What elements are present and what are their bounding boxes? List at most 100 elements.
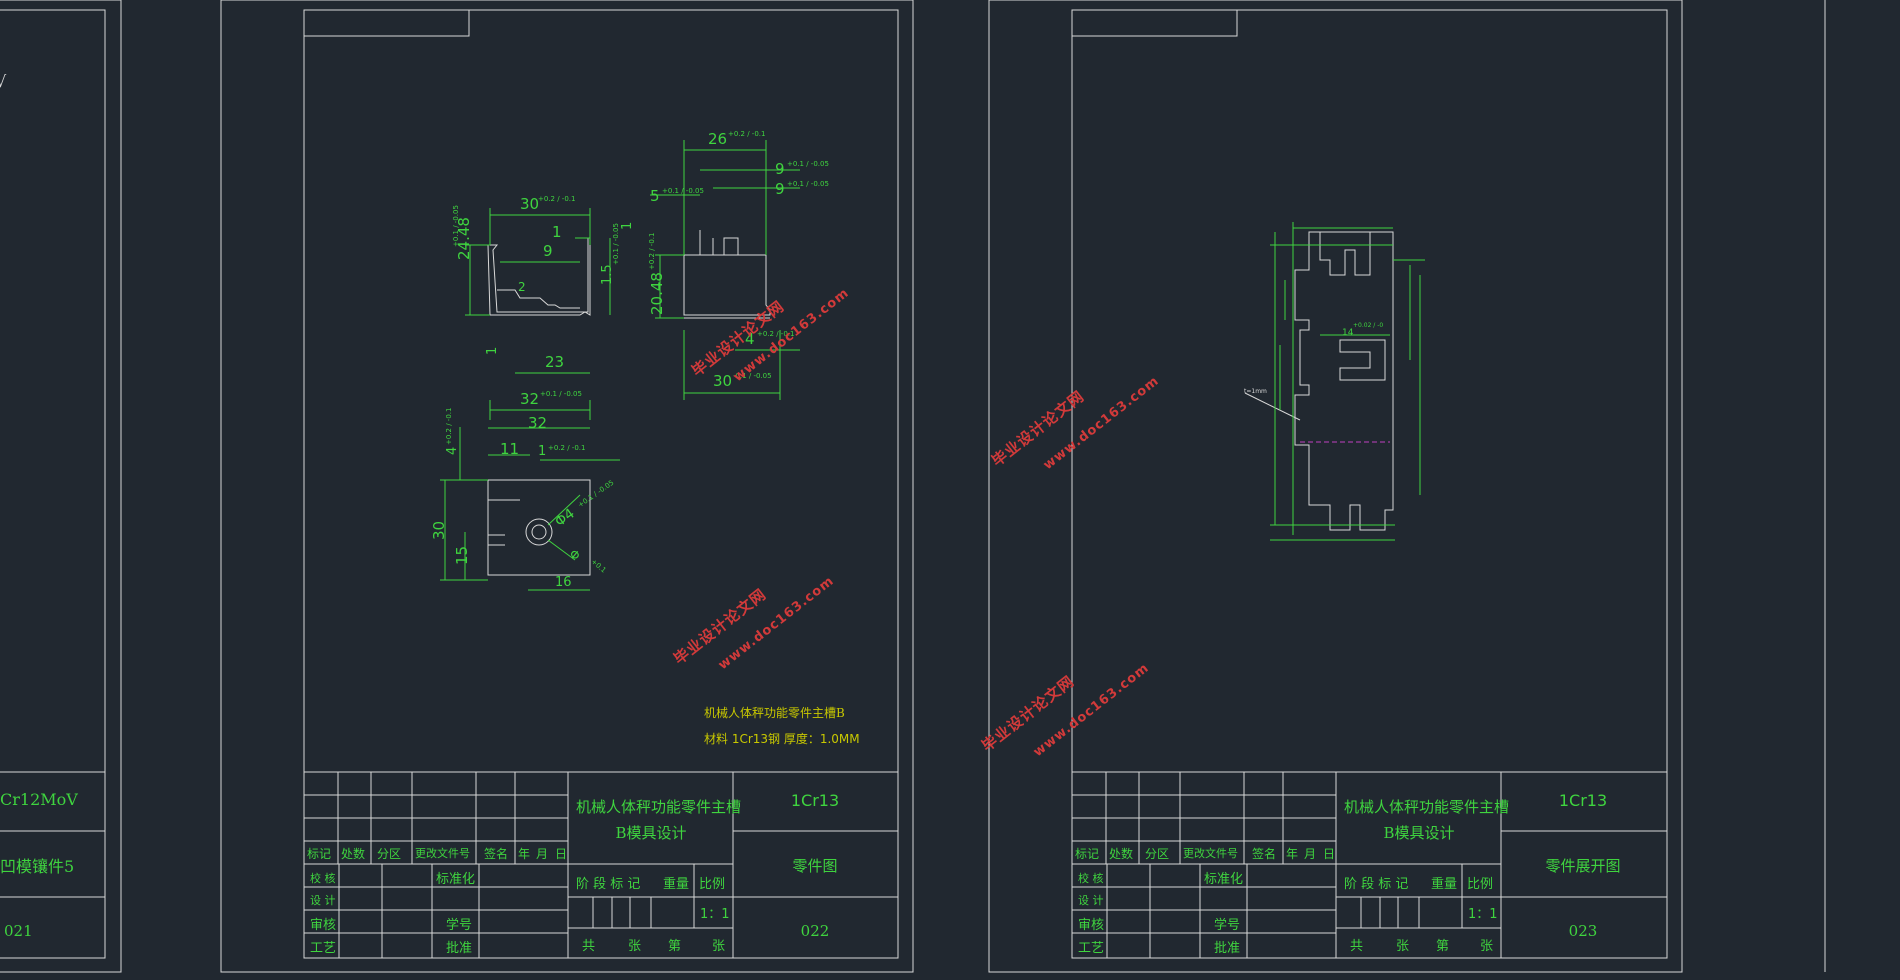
dim-9b-tol: +0.1 / -0.05 [787, 180, 829, 188]
dim-9a-tol: +0.1 / -0.05 [787, 160, 829, 168]
sheet2-outer-frame [988, 0, 1683, 973]
dim-32-tol: 32 [520, 390, 540, 408]
hole-outer [525, 518, 553, 546]
sheet2-title-line2: B模具设计 [1383, 824, 1455, 842]
tb1-approve: 批准 [446, 941, 473, 956]
dim-30b: 30 [713, 372, 733, 390]
dim-5-tol: +0.1 / -0.05 [662, 187, 704, 195]
sheet2-dim-14-tol: +0.02 / -0 [1353, 322, 1384, 329]
tb2-approve: 批准 [1214, 941, 1241, 956]
tb2-day: 日 [1323, 847, 1336, 861]
tb2-zone: 分区 [1145, 847, 1170, 861]
tb1-month: 月 [536, 847, 549, 861]
tb1-scale-value: 1：1 [700, 907, 730, 922]
tb1-process: 工艺 [310, 941, 337, 956]
dim-20-48: 20.48 [648, 272, 666, 315]
top-view-profile [487, 479, 591, 576]
tb1-standardize: 标准化 [436, 872, 476, 887]
dim-24-48-tol: +0.1 / -0.05 [452, 205, 460, 247]
sheet-left-outer-frame [0, 0, 122, 973]
dim-20-48-tol: +0.2 / -0.1 [648, 232, 656, 270]
tb2-sign: 签名 [1252, 847, 1277, 861]
sheet2-material: 1Cr13 [1558, 791, 1608, 810]
left-drawing-no: 021 [4, 922, 33, 940]
tb2-scale: 比例 [1467, 877, 1494, 892]
sheet2-title: 机械人体秤功能零件主槽 [1344, 798, 1510, 816]
tb1-design: 设 计 [310, 894, 336, 907]
tb1-stage-mark: 阶 段 标 记 [576, 877, 641, 892]
dim-32-tol-value: +0.1 / -0.05 [540, 390, 582, 398]
sheet1-title-line2: B模具设计 [615, 824, 687, 842]
tb2-count: 处数 [1109, 847, 1134, 861]
dim-4-tol: +0.2 / -0.1 [757, 330, 795, 338]
dim-1-5-tol: +0.1 / -0.05 [612, 223, 620, 265]
dim-1-5: 1.5 [600, 264, 615, 285]
dim-32: 32 [528, 414, 548, 432]
tb1-zone: 分区 [377, 847, 402, 861]
tb1-page: 第 [668, 939, 682, 954]
tb2-change-doc: 更改文件号 [1183, 847, 1238, 860]
dim-11: 11 [500, 440, 520, 458]
dim-4v: 4 [445, 446, 460, 455]
tb1-scale: 比例 [699, 877, 726, 892]
tb2-check: 审核 [1078, 918, 1105, 933]
dim-30b-tol: -0.1 / -0.05 [733, 372, 772, 380]
tb1-count: 处数 [341, 847, 366, 861]
dim-26: 26 [708, 130, 728, 148]
sheet1-material: 1Cr13 [790, 791, 840, 810]
tb1-day: 日 [555, 847, 568, 861]
sheet1-corner-box [303, 9, 470, 37]
tb2-stage-mark: 阶 段 标 记 [1344, 877, 1409, 892]
tb1-weight: 重量 [663, 877, 690, 892]
sheet-left-inner-frame [0, 9, 106, 959]
front-view-profile [487, 237, 591, 316]
sheet1-outer-frame [220, 0, 914, 973]
tb2-scale-value: 1：1 [1468, 907, 1498, 922]
hole-inner [531, 524, 547, 540]
sheet1-drawing-no: 022 [800, 922, 830, 940]
dim-23: 23 [545, 353, 565, 371]
dim-4: 4 [745, 330, 755, 348]
tb2-process: 工艺 [1078, 941, 1105, 956]
dim-9: 9 [543, 242, 553, 260]
tb1-sign: 签名 [484, 847, 509, 861]
tb2-sheets: 张 [1396, 939, 1410, 954]
tb2-year: 年 [1286, 847, 1299, 861]
sheet2-corner-box [1071, 9, 1238, 37]
dim-1d-tol: +0.2 / -0.1 [548, 444, 586, 452]
sheet1-inner-frame [303, 9, 899, 959]
dim-1c: 1 [620, 221, 635, 230]
tb2-design: 设 计 [1078, 894, 1104, 907]
left-mark-icon: √ [0, 72, 7, 91]
sheet1-title: 机械人体秤功能零件主槽 [576, 798, 742, 816]
tb2-month: 月 [1304, 847, 1317, 861]
sheet1-note-title: 机械人体秤功能零件主槽B [704, 706, 845, 720]
left-part-name: 凹模镶件5 [0, 857, 75, 876]
tb2-mark: 标记 [1075, 847, 1100, 861]
dim-9a: 9 [775, 160, 785, 178]
dim-30v: 30 [430, 520, 448, 540]
tb2-student-no: 学号 [1214, 918, 1241, 933]
tb1-proofread: 校 核 [310, 872, 336, 885]
tb1-total: 共 [582, 939, 596, 954]
tb1-mark: 标记 [307, 847, 332, 861]
tb2-total: 共 [1350, 939, 1364, 954]
dim-15v: 15 [453, 545, 471, 565]
dim-30-tol: +0.2 / -0.1 [538, 195, 576, 203]
sheet2-drawing-no: 023 [1568, 922, 1598, 940]
dim-4v-tol: +0.2 / -0.1 [445, 407, 453, 445]
tb2-weight: 重量 [1431, 877, 1458, 892]
flat-pattern-outline [1294, 231, 1394, 531]
tb1-sheets-2: 张 [712, 939, 726, 954]
tb2-sheets-2: 张 [1480, 939, 1494, 954]
tb2-standardize: 标准化 [1204, 872, 1244, 887]
dim-2: 2 [518, 280, 526, 294]
tb1-check: 审核 [310, 918, 337, 933]
dim-1d: 1 [538, 444, 547, 459]
tb1-year: 年 [518, 847, 531, 861]
sheet2-inner-frame [1071, 9, 1668, 959]
tb1-sheets: 张 [628, 939, 642, 954]
dim-1a: 1 [552, 223, 562, 241]
